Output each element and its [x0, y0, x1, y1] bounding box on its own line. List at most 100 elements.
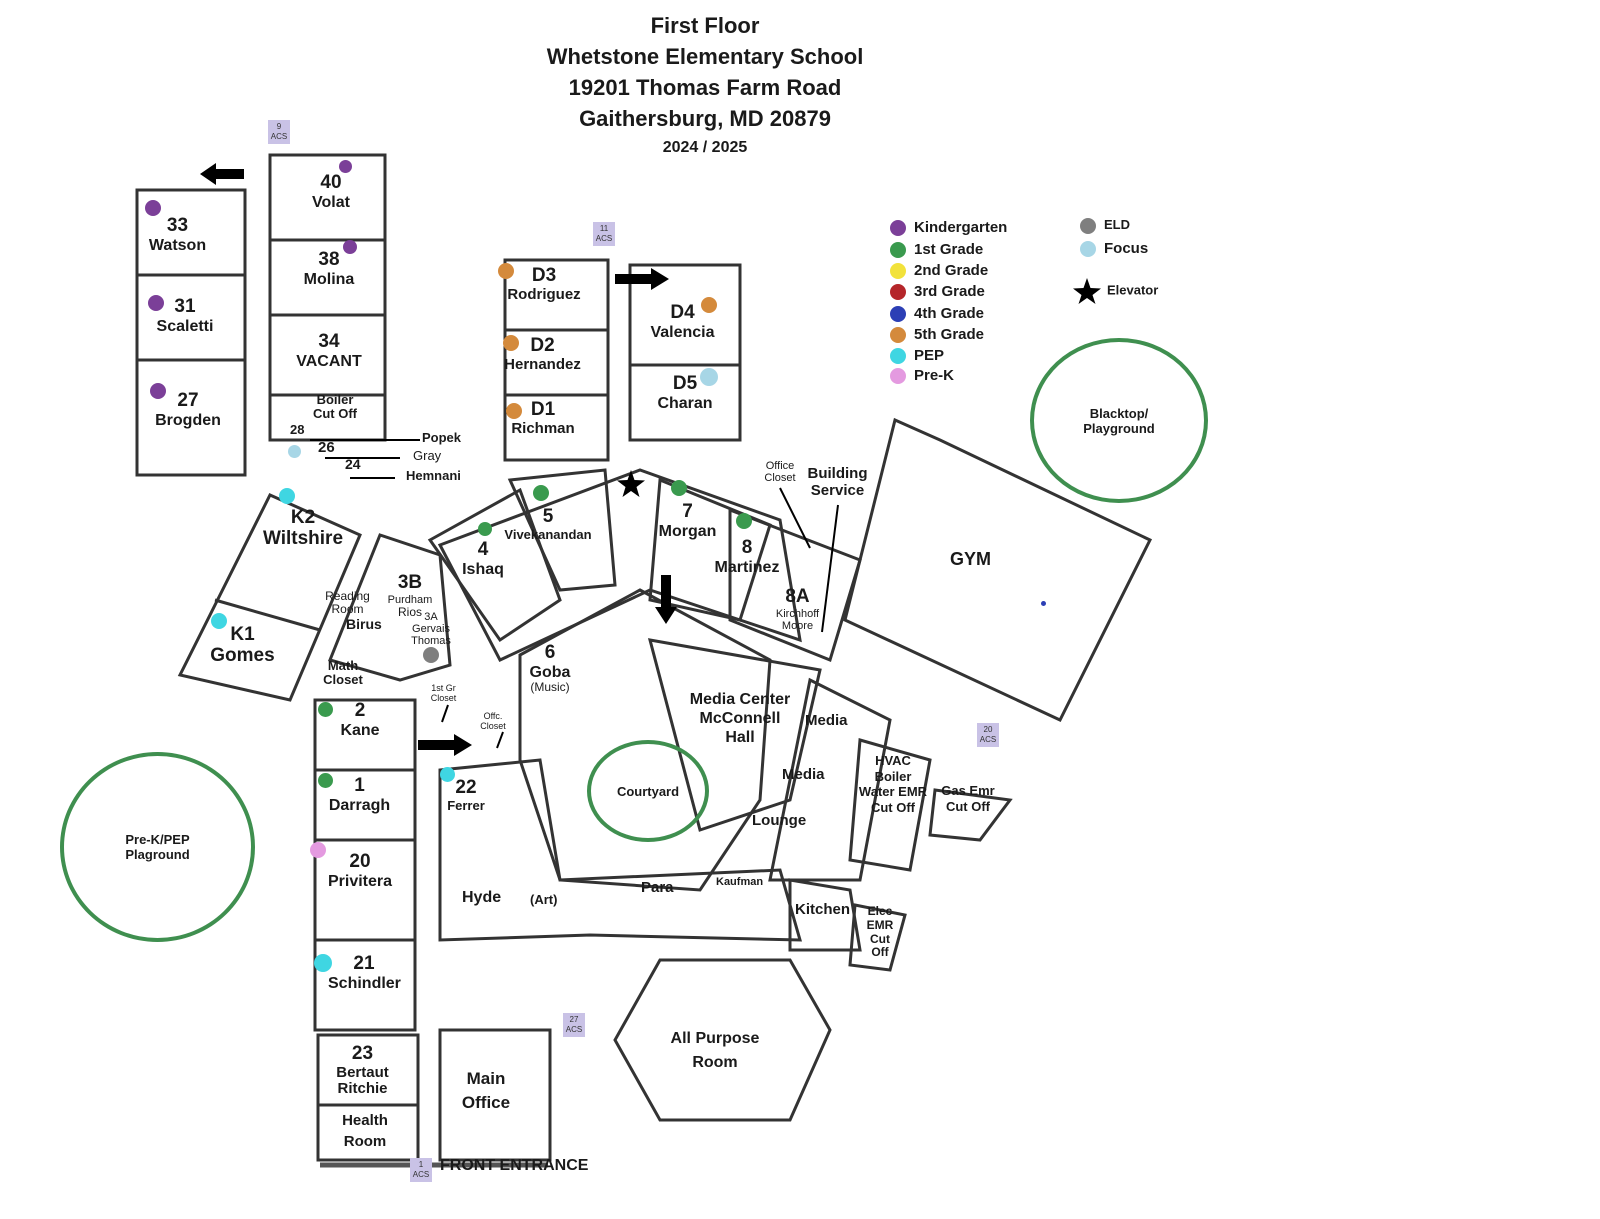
kindergarten-dot-icon	[148, 295, 164, 311]
label-birus: Birus	[346, 616, 382, 632]
label-hyde: Hyde	[462, 889, 502, 906]
elevator-star-icon	[617, 470, 645, 497]
legend-eld: ELD	[1080, 217, 1130, 234]
grade1-dot-icon	[533, 485, 549, 501]
legend-prek: Pre-K	[890, 367, 954, 385]
legend-grade5: 5th Grade	[890, 326, 984, 344]
grade4-dot-icon	[1041, 601, 1046, 606]
label-art: (Art)	[530, 892, 558, 907]
label-kaufman: Kaufman	[716, 876, 764, 888]
room-28: 28	[290, 422, 305, 437]
school-name: Whetstone Elementary School	[546, 44, 864, 69]
pep-dot-icon	[890, 348, 906, 365]
front-entrance: FRONT ENTRANCE	[440, 1157, 589, 1174]
prek-dot-icon	[890, 368, 906, 385]
kindergarten-dot-icon	[150, 383, 166, 399]
grade1-dot-icon	[671, 480, 687, 496]
grade3-dot-icon	[890, 284, 906, 301]
label-gray: Gray	[413, 448, 442, 463]
label-hemnani: Hemnani	[406, 468, 461, 483]
para-room: Para	[641, 879, 674, 896]
street-address: 19201 Thomas Farm Road	[568, 75, 842, 100]
office-closet-small: Offc.Closet	[480, 711, 506, 731]
grade5-dot-icon	[701, 297, 717, 313]
kindergarten-dot-icon	[890, 220, 906, 237]
exit-arrow-icon	[655, 575, 677, 624]
legend-pep: PEP	[890, 347, 944, 365]
gym: GYM	[950, 549, 992, 569]
legend-grade2: 2nd Grade	[890, 262, 988, 280]
floor-title: First Floor	[650, 13, 760, 38]
school-year: 2024 / 2025	[662, 139, 748, 156]
prek-dot-icon	[310, 842, 326, 858]
exit-arrow-icon	[418, 734, 472, 756]
label-popek: Popek	[422, 430, 462, 445]
room-26: 26	[318, 439, 335, 456]
exit-arrow-icon	[615, 268, 669, 290]
kindergarten-dot-icon	[339, 160, 352, 173]
kitchen: Kitchen	[795, 901, 851, 918]
grade2-dot-icon	[890, 263, 906, 280]
room-24: 24	[345, 456, 361, 472]
legend-focus: Focus	[1080, 240, 1148, 258]
legend-grade1: 1st Grade	[890, 241, 983, 259]
kindergarten-dot-icon	[145, 200, 161, 216]
kindergarten-dot-icon	[343, 240, 357, 254]
grade1-dot-icon	[890, 242, 906, 259]
pep-dot-icon	[279, 488, 295, 504]
eld-dot-icon	[1080, 217, 1096, 234]
focus-dot-icon	[288, 445, 301, 458]
focus-dot-icon	[700, 368, 718, 386]
grade5-dot-icon	[506, 403, 522, 419]
media-room-2: Media	[782, 766, 825, 783]
city-address: Gaithersburg, MD 20879	[579, 106, 831, 131]
focus-dot-icon	[1080, 241, 1096, 258]
grade5-dot-icon	[503, 335, 519, 351]
grade5-dot-icon	[890, 327, 906, 344]
media-room-1: Media	[805, 712, 848, 729]
grade4-dot-icon	[890, 306, 906, 323]
eld-dot-icon	[423, 647, 439, 663]
elevator-star-icon	[1073, 278, 1101, 304]
legend-elevator: Elevator	[1073, 278, 1158, 304]
blacktop-playground: Blacktop/Playground	[1030, 338, 1208, 503]
legend-kindergarten: Kindergarten	[890, 219, 1007, 237]
